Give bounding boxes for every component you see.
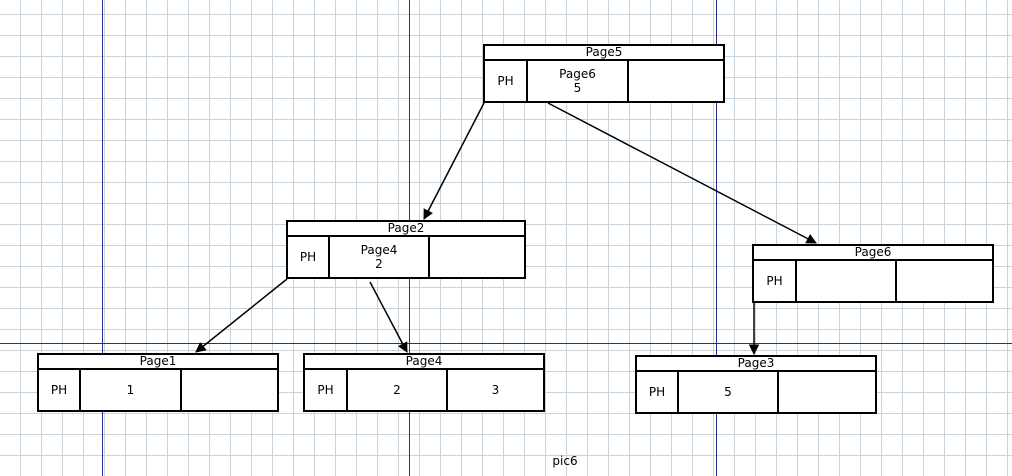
node-title: Page6: [754, 246, 992, 261]
node-page1[interactable]: Page1 PH 1: [37, 353, 279, 412]
cell-label: PH: [766, 274, 783, 288]
cell-label: Page4: [360, 243, 398, 257]
edge-page2-page1: [195, 278, 288, 353]
cell-entry: 3: [448, 370, 543, 410]
cell-header-pointer: PH: [305, 370, 348, 410]
cell-label: Page6: [559, 67, 596, 81]
cell-entry: [182, 370, 277, 410]
cell-key: 5: [573, 81, 582, 95]
figure-caption: pic6: [552, 454, 578, 468]
node-title: Page5: [485, 46, 723, 61]
cell-key: 2: [375, 257, 383, 271]
cell-label: 1: [126, 383, 135, 397]
node-title: Page4: [305, 355, 543, 370]
cell-header-pointer: PH: [754, 261, 797, 301]
cell-label: 2: [393, 383, 401, 397]
node-page3[interactable]: Page3 PH 5: [635, 355, 877, 414]
cell-entry: [779, 372, 875, 412]
guide-line-vertical-3: [716, 0, 717, 476]
cell-entry: [897, 261, 992, 301]
cell-header-pointer: PH: [637, 372, 679, 412]
cell-label: 5: [724, 385, 732, 399]
node-title: Page2: [288, 222, 524, 237]
cell-entry: 1: [81, 370, 182, 410]
cell-entry: 5: [679, 372, 779, 412]
guide-line-horizontal: [0, 343, 1012, 344]
cell-header-pointer: PH: [288, 237, 330, 277]
edge-page2-page4: [369, 281, 408, 353]
edge-page5-page2: [423, 102, 485, 220]
node-page4[interactable]: Page4 PH 2 3: [303, 353, 545, 412]
cell-entry: [797, 261, 897, 301]
node-title: Page1: [39, 355, 277, 370]
cell-label: 3: [491, 383, 500, 397]
cell-label: PH: [317, 383, 334, 397]
cell-entry: [629, 61, 723, 101]
edge-page5-page6: [547, 102, 817, 244]
cell-header-pointer: PH: [39, 370, 81, 410]
cell-header-pointer: PH: [485, 61, 528, 101]
cell-entry: [430, 237, 524, 277]
node-title: Page3: [637, 357, 875, 372]
guide-line-vertical-1: [102, 0, 103, 476]
cell-entry: 2: [348, 370, 448, 410]
cell-label: PH: [497, 74, 514, 88]
cell-label: PH: [50, 383, 68, 397]
node-page6[interactable]: Page6 PH: [752, 244, 994, 303]
cell-label: PH: [299, 250, 317, 264]
cell-label: PH: [648, 385, 666, 399]
